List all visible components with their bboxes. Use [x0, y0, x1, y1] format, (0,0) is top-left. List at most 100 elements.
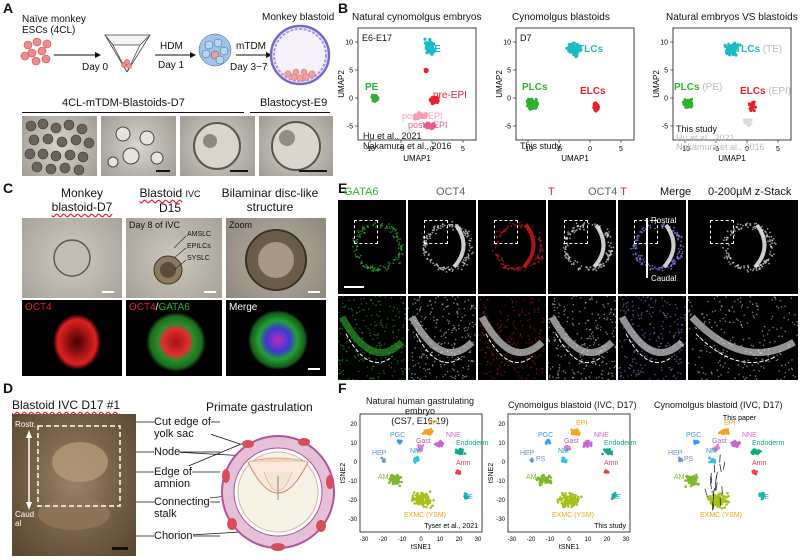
velocity-arrow	[714, 482, 717, 491]
hep-point	[380, 456, 383, 460]
signal-speck	[440, 335, 443, 338]
pgc-point	[400, 440, 403, 443]
signal-speck	[425, 239, 428, 242]
signal-speck	[534, 329, 537, 332]
signal-speck	[606, 333, 608, 335]
signal-speck	[641, 350, 643, 352]
am-point	[542, 478, 546, 481]
day0-label: Day 0	[82, 62, 109, 73]
signal-speck	[499, 231, 502, 233]
signal-speck	[442, 375, 444, 378]
signal-speck	[732, 336, 734, 339]
signal-speck	[794, 313, 796, 316]
signal-speck	[383, 372, 385, 375]
f-cluster-label-epi: EPI	[724, 420, 736, 427]
signal-speck	[753, 369, 755, 371]
signal-speck	[456, 313, 459, 315]
signal-speck	[420, 356, 423, 359]
signal-speck	[417, 376, 419, 379]
signal-speck	[367, 327, 369, 330]
signal-speck	[412, 303, 414, 305]
signal-speck	[776, 378, 779, 380]
signal-speck	[598, 364, 601, 367]
e-gata6-top-image	[338, 200, 406, 294]
signal-speck	[540, 330, 542, 332]
reference-point	[746, 121, 750, 125]
signal-speck	[466, 233, 469, 236]
signal-speck	[408, 368, 410, 370]
plc-point	[685, 104, 689, 108]
signal-speck	[342, 345, 345, 347]
signal-speck	[467, 254, 470, 257]
signal-speck	[608, 244, 611, 247]
signal-speck	[619, 366, 622, 369]
signal-speck	[457, 356, 459, 359]
signal-speck	[641, 329, 643, 331]
signal-speck	[752, 268, 755, 270]
signal-speck	[518, 336, 520, 339]
esc-label: Naïve monkey ESCs (4CL)	[22, 14, 86, 36]
signal-speck	[560, 345, 562, 348]
elc-point	[751, 100, 755, 104]
signal-speck	[379, 264, 382, 267]
signal-speck	[780, 327, 782, 329]
signal-speck	[781, 364, 783, 367]
signal-speck	[719, 301, 721, 303]
signal-speck	[564, 248, 567, 250]
signal-speck	[682, 245, 685, 248]
signal-speck	[380, 362, 383, 365]
signal-speck	[513, 367, 516, 369]
signal-speck	[727, 247, 729, 250]
exmc-point	[559, 496, 562, 499]
epi-point	[725, 430, 728, 434]
signal-speck	[342, 369, 345, 372]
signal-speck	[378, 344, 381, 347]
e-gata6-bottom-image	[338, 296, 406, 380]
microwell-icon	[104, 34, 151, 73]
signal-speck	[522, 367, 524, 370]
signal-speck	[424, 244, 427, 247]
signal-speck	[453, 369, 455, 372]
x-tick-label: -30	[360, 537, 369, 543]
signal-speck	[374, 324, 376, 327]
signal-speck	[653, 266, 656, 269]
signal-speck	[386, 227, 388, 229]
signal-speck	[342, 306, 344, 308]
signal-speck	[569, 233, 572, 236]
signal-speck	[774, 296, 776, 299]
signal-speck	[429, 372, 431, 374]
signal-speck	[500, 330, 503, 333]
signal-speck	[392, 331, 395, 334]
signal-speck	[596, 324, 599, 327]
f-cluster-label-pgc: PGC	[686, 432, 702, 439]
signal-speck	[636, 239, 639, 241]
gast-point	[416, 449, 420, 452]
signal-speck	[379, 300, 381, 303]
signal-speck	[680, 255, 683, 258]
signal-speck	[700, 313, 703, 315]
signal-speck	[541, 371, 544, 374]
signal-speck	[495, 236, 498, 238]
plc-point	[525, 104, 529, 108]
signal-speck	[396, 232, 399, 234]
signal-speck	[404, 345, 406, 347]
signal-speck	[361, 337, 364, 339]
signal-speck	[382, 326, 384, 328]
signal-speck	[478, 300, 480, 303]
signal-speck	[664, 314, 666, 317]
y-tick-label: 20	[498, 422, 505, 428]
e-rostral-label: Rostral	[651, 216, 677, 225]
signal-speck	[378, 372, 380, 375]
signal-speck	[457, 316, 459, 318]
umap-frame	[672, 27, 792, 141]
signal-speck	[770, 235, 773, 238]
signal-speck	[345, 350, 348, 353]
signal-speck	[538, 336, 541, 338]
signal-speck	[443, 267, 445, 269]
signal-speck	[769, 250, 772, 253]
b1-tag: E6-E17	[362, 33, 393, 43]
signal-speck	[752, 228, 754, 231]
signal-speck	[424, 251, 427, 253]
signal-speck	[433, 316, 435, 318]
tlc-point	[733, 41, 737, 45]
